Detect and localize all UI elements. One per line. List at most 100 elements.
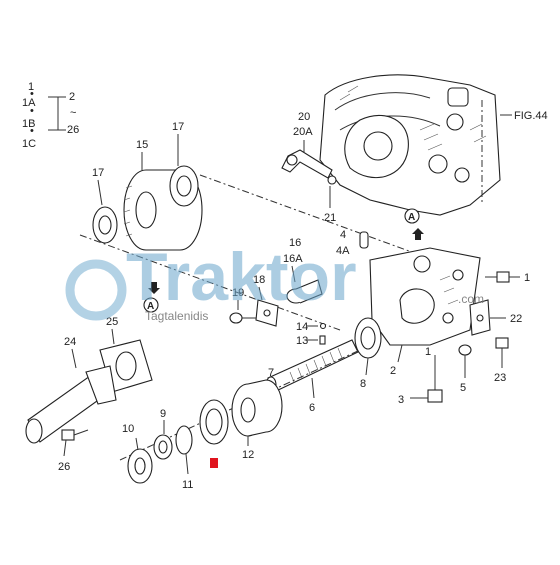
small-parts: 14 13 1 <box>296 321 431 358</box>
gear-15-bore <box>135 191 157 229</box>
watermark-sub: Tagtalenidis <box>145 309 208 323</box>
housing-cap <box>447 87 469 107</box>
case-bore <box>399 288 435 324</box>
bearing-8-inner <box>360 326 376 350</box>
marker-arrow <box>148 282 160 294</box>
bolt-26-shank <box>73 429 89 436</box>
sleeve-16-body <box>295 279 323 304</box>
callout-20a: 20A <box>293 126 313 138</box>
legend-dot: • <box>30 125 34 137</box>
tube-end <box>25 418 43 444</box>
marker-label: A <box>147 301 154 312</box>
legend-item-26: 26 <box>67 124 79 136</box>
callout-17-left: 17 <box>92 167 104 179</box>
leader-8 <box>365 357 369 376</box>
bolt-26-head <box>61 429 75 441</box>
callout-10: 10 <box>122 423 134 435</box>
marker-circle <box>404 208 420 224</box>
leader-26 <box>63 439 67 457</box>
bearing-17-left-inner <box>98 215 112 235</box>
leader-25 <box>111 328 115 345</box>
housing-boss <box>454 167 470 183</box>
gearbox-case: 2 <box>369 247 481 377</box>
marker-circle <box>143 297 159 313</box>
leader-18 <box>258 286 263 301</box>
fasteners-right: 1 22 23 5 3 <box>398 271 530 406</box>
main-axis <box>119 349 361 461</box>
legend-dot: • <box>30 105 34 117</box>
leader-11 <box>185 453 189 475</box>
leader-16 <box>291 265 296 283</box>
callout-15: 15 <box>136 139 148 151</box>
callout-8: 8 <box>360 378 366 390</box>
part-14 <box>319 322 327 330</box>
marker-arrow <box>412 228 424 240</box>
housing-boss <box>446 113 464 131</box>
gasket-hole <box>115 351 137 381</box>
legend-item-1: 1 <box>28 81 34 93</box>
callout-25: 25 <box>106 316 118 328</box>
gear-group: 15 17 17 <box>79 121 421 331</box>
marker-label: A <box>408 212 415 223</box>
bolt-23-head <box>495 337 509 349</box>
snap-ring-11 <box>175 425 193 455</box>
legend-dot: • <box>30 88 34 100</box>
callout-24: 24 <box>64 336 76 348</box>
engine-housing: FIG.44 <box>319 74 548 216</box>
gear-12-body <box>247 379 283 437</box>
housing-shading <box>339 85 487 151</box>
case-shading <box>439 275 459 305</box>
tube-24: 24 <box>25 336 117 444</box>
gear-teeth <box>123 185 133 237</box>
gasket-25: 25 <box>99 316 153 393</box>
bearing-17-right-inner <box>176 175 192 197</box>
housing-curve <box>339 115 441 131</box>
gear-12: 12 <box>231 379 283 461</box>
callout-12: 12 <box>242 449 254 461</box>
legend-bracket <box>48 96 59 131</box>
view-marker-a-top: A <box>404 208 424 240</box>
callout-7: 7 <box>268 367 274 379</box>
callout-5: 5 <box>460 382 466 394</box>
watermark: Traktor Tagtalenidis .com <box>65 239 484 323</box>
legend-item-1c: 1C <box>22 138 36 150</box>
shaft-splines <box>289 347 343 383</box>
highlighted-part-marker <box>210 458 218 468</box>
upper-axis <box>199 174 421 256</box>
legend-tilde: ~ <box>70 107 76 119</box>
watermark-brand: Traktor <box>126 239 357 315</box>
figure-reference: FIG.44 <box>514 110 548 122</box>
leader-10 <box>135 437 139 451</box>
lever-assembly: 20 20A 21 <box>281 111 337 224</box>
leader-2 <box>397 344 403 363</box>
view-marker-a-left: A <box>143 282 160 313</box>
callout-26: 26 <box>58 461 70 473</box>
callout-16: 16 <box>289 237 301 249</box>
callout-19: 19 <box>232 287 244 299</box>
collar-9-bore <box>158 440 168 454</box>
watermark-domain: .com <box>458 292 484 306</box>
case-bolt-hole <box>442 312 454 324</box>
case-bolt-hole <box>452 269 464 281</box>
legend-item-1b: 1B <box>22 118 35 130</box>
callout-2: 2 <box>390 365 396 377</box>
bearing-8: 8 <box>354 317 382 390</box>
callout-3: 3 <box>398 394 404 406</box>
bracket-hole <box>476 314 484 322</box>
bolt-3-head <box>427 389 443 403</box>
tube-flange <box>85 365 117 405</box>
callout-4: 4 <box>340 229 346 241</box>
leader-17-left <box>97 179 103 206</box>
case-boss <box>413 255 431 273</box>
housing-outline <box>319 74 501 216</box>
bearing-inner <box>205 408 223 436</box>
callout-1-right: 1 <box>524 272 530 284</box>
callout-14: 14 <box>296 321 308 333</box>
leader-24 <box>71 348 77 369</box>
plate-hole <box>263 309 271 317</box>
bearing-stack: 11 9 10 <box>122 399 229 491</box>
callout-23: 23 <box>494 372 506 384</box>
assembly-legend: 1 • 1A • 1B • 1C 2 ~ 26 <box>22 81 79 150</box>
